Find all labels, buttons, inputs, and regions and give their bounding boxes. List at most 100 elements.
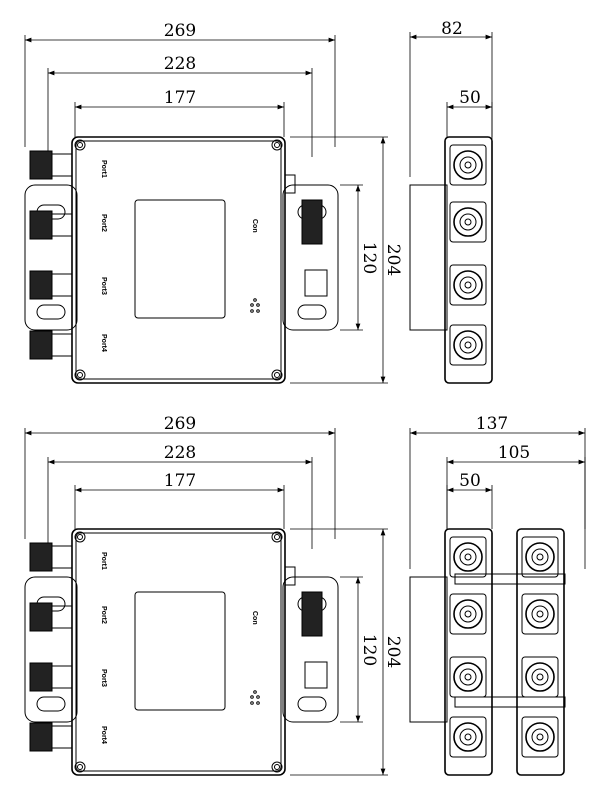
cable-gland-connector: [29, 662, 53, 692]
screw-hole: [271, 531, 283, 543]
mounting-bracket: [409, 576, 448, 723]
connector-socket: [531, 668, 549, 686]
dim-height: 204: [383, 244, 403, 276]
connector-socket: [453, 207, 483, 237]
mounting-flange-left: [24, 576, 78, 723]
busbar: [454, 573, 566, 585]
connector-nut: [51, 725, 73, 749]
connector-flange: [521, 716, 559, 758]
enclosure-body: [71, 136, 286, 384]
mounting-bracket: [409, 184, 448, 331]
connector-pin: [536, 610, 544, 618]
connector-socket: [525, 542, 555, 572]
led-indicator: [256, 701, 260, 705]
screw-hole: [271, 369, 283, 381]
led-indicator: [250, 303, 254, 307]
connector-socket: [525, 722, 555, 752]
connector-socket: [459, 668, 477, 686]
busbar: [454, 696, 566, 708]
mounting-slot: [36, 304, 66, 320]
connector-socket: [459, 336, 477, 354]
led-indicator: [256, 303, 260, 307]
screw-hole: [274, 764, 280, 770]
connector-nut: [51, 545, 73, 569]
screw-hole: [274, 534, 280, 540]
connector-nut: [51, 273, 73, 297]
enclosure-lid: [75, 140, 282, 380]
connector-flange: [521, 536, 559, 578]
connector-pin: [464, 161, 472, 169]
label-port3: Port3: [100, 669, 107, 687]
vent-plug: [304, 269, 328, 297]
led-indicator: [256, 695, 260, 699]
connector-socket: [453, 722, 483, 752]
screw-hole: [274, 372, 280, 378]
label-port4: Port4: [100, 334, 107, 352]
led-indicator: [250, 309, 254, 313]
cable-gland-connector: [29, 210, 53, 240]
enclosure-side: [516, 528, 565, 776]
connector-socket: [531, 728, 549, 746]
connector-nut: [51, 213, 73, 237]
dim-overall-width: 269: [164, 21, 196, 41]
connector-pin: [464, 341, 472, 349]
connector-pin: [536, 733, 544, 741]
led-indicator: [253, 298, 257, 302]
connector-socket: [453, 542, 483, 572]
connector-flange: [449, 593, 487, 635]
connector-nut: [51, 333, 73, 357]
connector-flange: [449, 201, 487, 243]
screw-hole: [74, 761, 86, 773]
connector-socket: [459, 276, 477, 294]
dim-body-width: 177: [164, 88, 196, 108]
enclosure-side: [444, 528, 493, 776]
con-connector: [301, 591, 323, 637]
mounting-slot: [297, 696, 327, 712]
label-port2: Port2: [100, 606, 107, 624]
label-port2: Port2: [100, 214, 107, 232]
dim-overall-width: 269: [164, 414, 196, 434]
led-indicator: [250, 701, 254, 705]
con-connector-base: [284, 566, 296, 586]
mounting-flange-right: [282, 184, 339, 331]
connector-pin: [536, 553, 544, 561]
dim-side-overall: 82: [441, 19, 463, 39]
label-port3: Port3: [100, 277, 107, 295]
screw-hole: [77, 372, 83, 378]
dim-mount-height: 120: [359, 242, 379, 274]
connector-pin: [464, 673, 472, 681]
dim-flange-width: 228: [164, 443, 196, 463]
mounting-flange-left: [24, 184, 78, 331]
mounting-slot: [36, 696, 66, 712]
connector-flange: [449, 716, 487, 758]
screw-hole: [77, 142, 83, 148]
top-front-view: [24, 35, 388, 384]
connector-socket: [531, 605, 549, 623]
cable-gland-connector: [29, 542, 53, 572]
label-port1: Port1: [100, 552, 107, 570]
connector-nut: [51, 153, 73, 177]
led-indicator: [256, 309, 260, 313]
vent-plug: [304, 661, 328, 689]
dim-mount-height: 120: [359, 634, 379, 666]
cable-gland-connector: [29, 602, 53, 632]
top-side-view: [409, 32, 493, 384]
screw-hole: [271, 139, 283, 151]
mounting-slot: [297, 304, 327, 320]
connector-pin: [464, 733, 472, 741]
connector-socket: [453, 150, 483, 180]
connector-socket: [525, 599, 555, 629]
dim-side-connector: 50: [459, 471, 481, 491]
bottom-front-view: [24, 428, 388, 776]
con-connector-base: [284, 174, 296, 194]
connector-flange: [449, 324, 487, 366]
enclosure-side: [444, 136, 493, 384]
cable-gland-connector: [29, 150, 53, 180]
enclosure-lid: [75, 532, 282, 772]
enclosure-body: [71, 528, 286, 776]
connector-socket: [453, 270, 483, 300]
screw-hole: [274, 142, 280, 148]
connector-flange: [449, 536, 487, 578]
screw-hole: [74, 369, 86, 381]
label-port1: Port1: [100, 160, 107, 178]
